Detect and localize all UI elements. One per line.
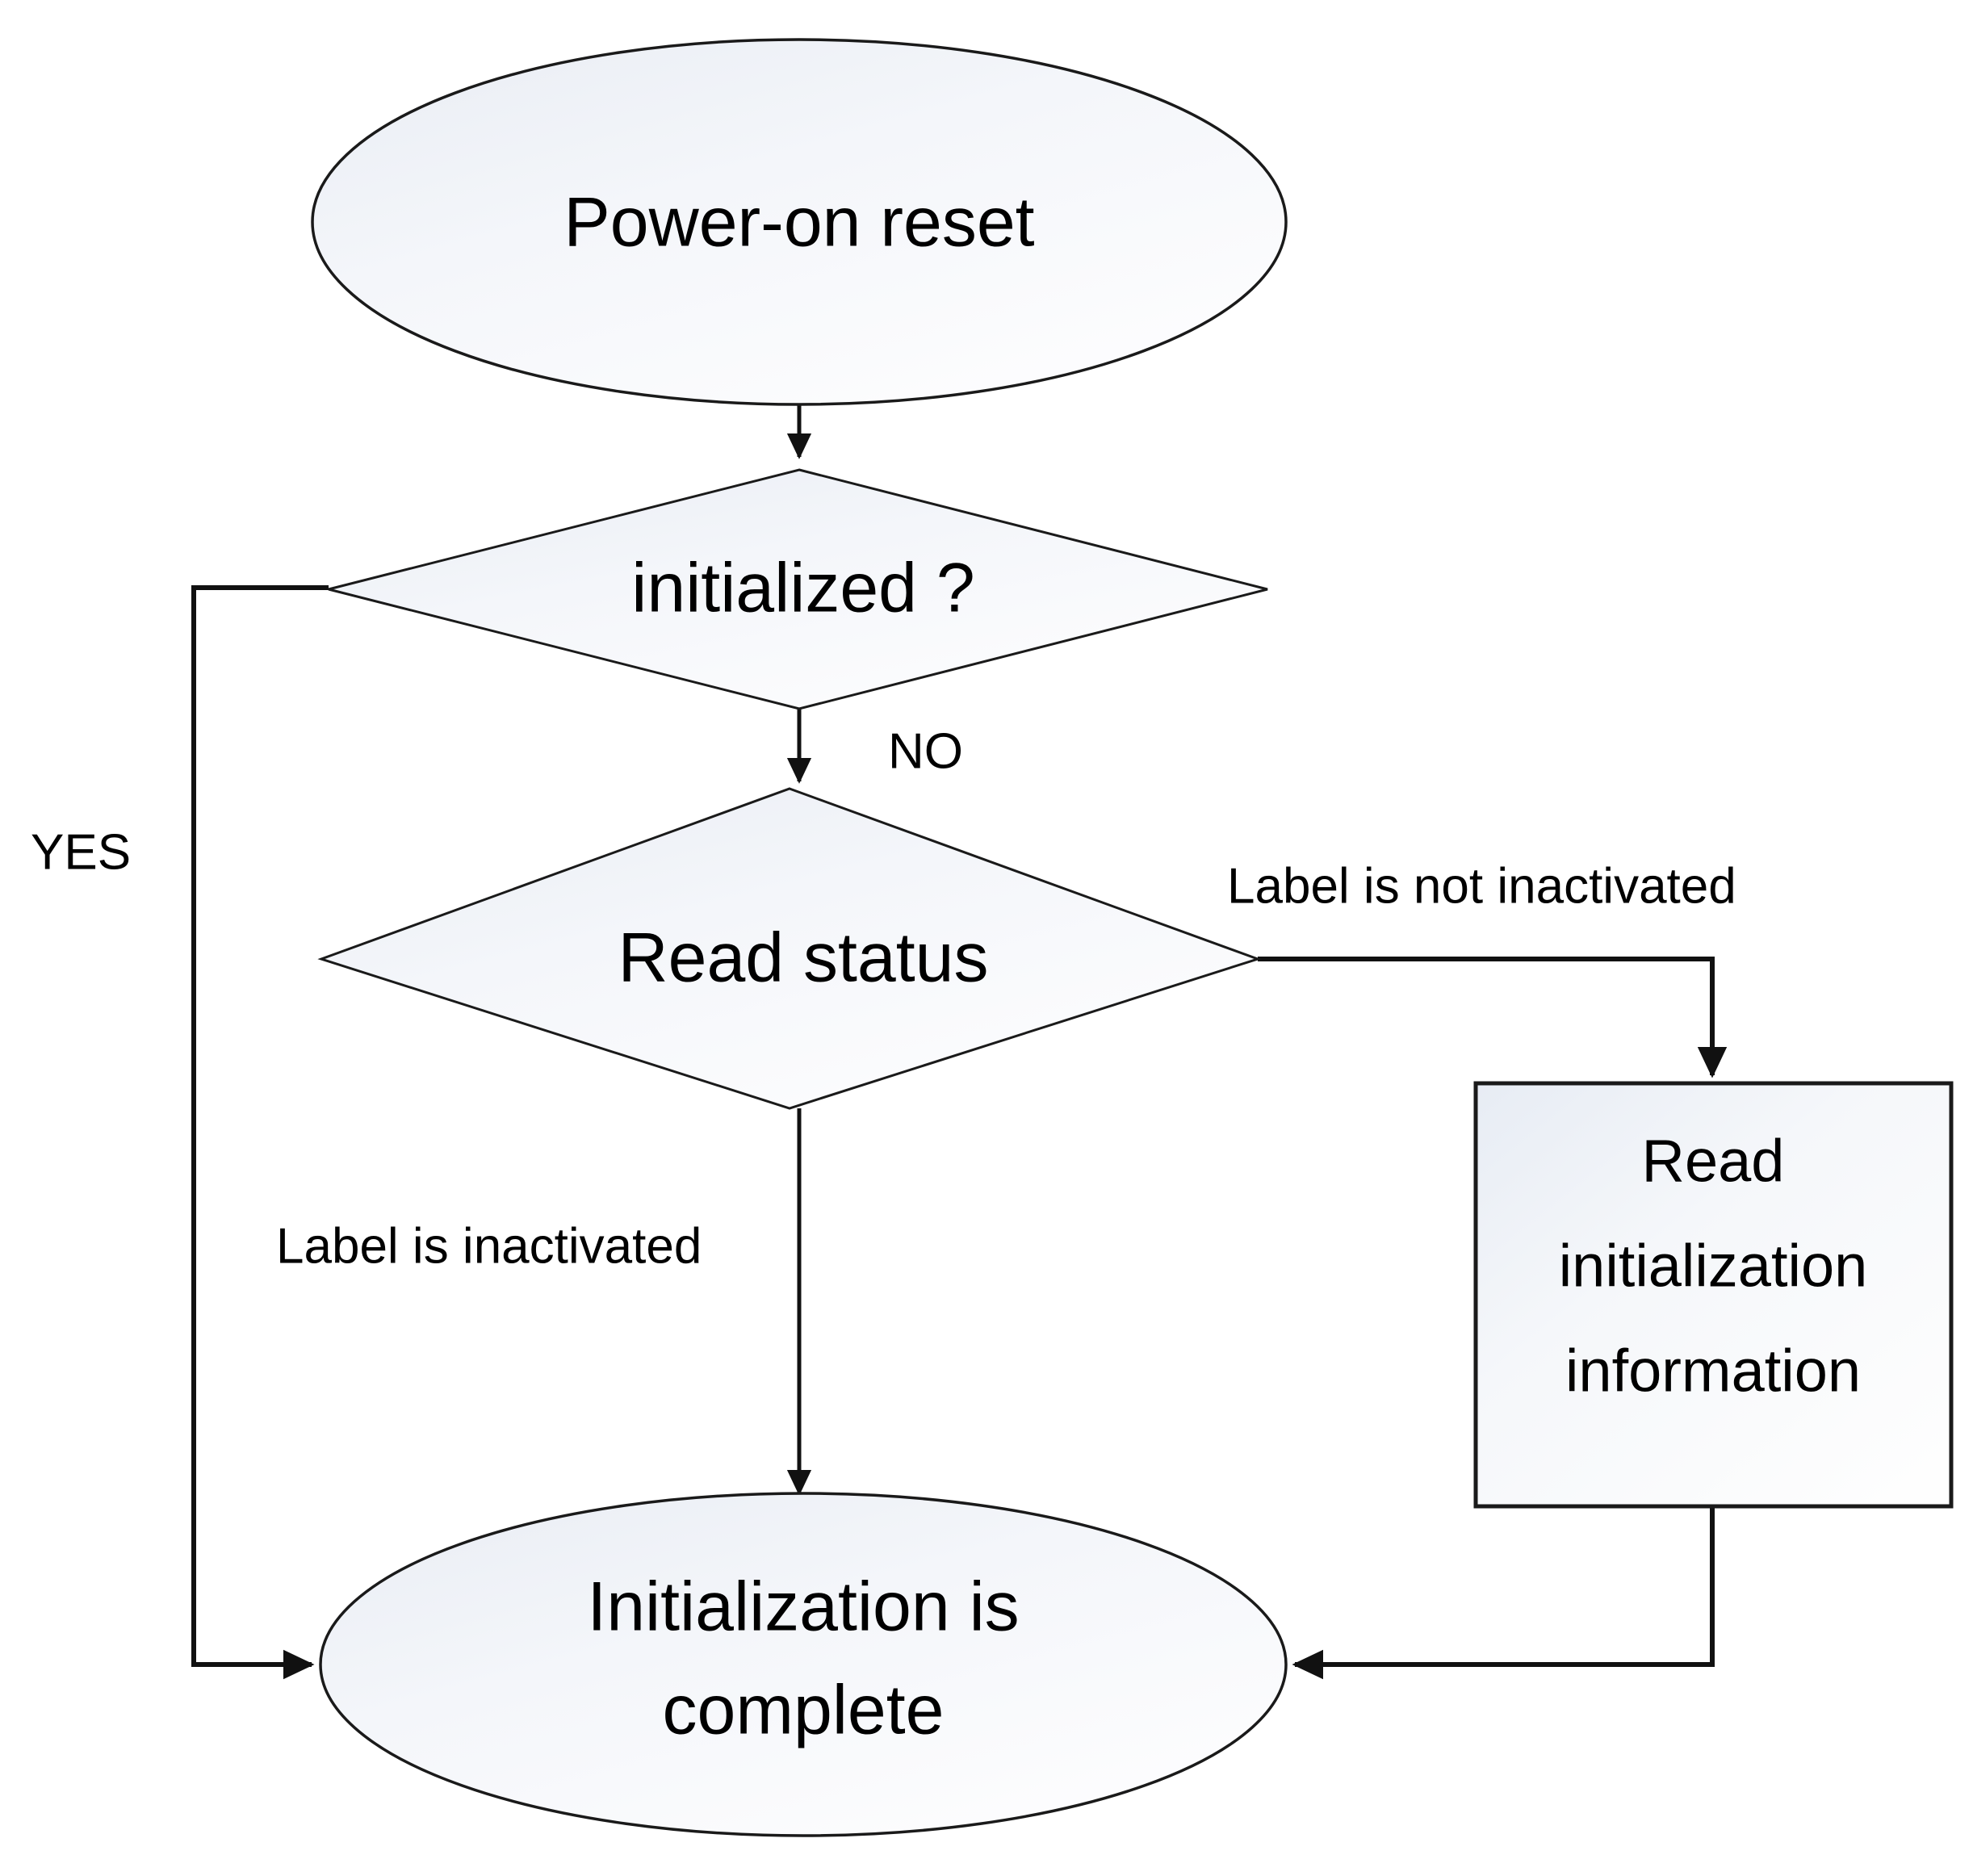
- initialized-diamond: [328, 468, 1268, 710]
- edge-label-label-is-not-inactivated: Label is not inactivated: [1227, 858, 1736, 914]
- edge-process-to-end: [1292, 1506, 1715, 1680]
- read-init-info-label-line2: initialization: [1559, 1233, 1868, 1300]
- end-ellipse: [319, 1492, 1288, 1837]
- start-ellipse: [311, 38, 1288, 406]
- read-init-info-box: [1473, 1081, 1954, 1509]
- initialized-label: initialized ?: [631, 550, 974, 627]
- end-label-line1: Initialization is: [587, 1568, 1019, 1646]
- node-initialized-decision[interactable]: initialized ?: [328, 468, 1268, 710]
- read-init-info-label-line1: Read: [1642, 1128, 1785, 1195]
- node-read-status-decision[interactable]: Read status: [317, 787, 1262, 1110]
- edge-read-status-not-inactivated-to-process: [1258, 957, 1728, 1078]
- node-initialization-complete[interactable]: Initialization is complete: [319, 1492, 1288, 1837]
- edge-label-yes: YES: [31, 824, 131, 880]
- node-power-on-reset[interactable]: Power-on reset: [311, 38, 1288, 406]
- edge-label-label-is-inactivated: Label is inactivated: [276, 1218, 702, 1274]
- read-init-info-label-line3: information: [1565, 1338, 1861, 1405]
- read-status-diamond: [317, 787, 1262, 1110]
- read-status-label: Read status: [618, 919, 989, 997]
- edge-initialized-yes-to-end: [191, 585, 329, 1680]
- end-label-line2: complete: [663, 1672, 945, 1749]
- start-label: Power-on reset: [563, 184, 1034, 262]
- node-read-initialization-information[interactable]: Read initialization information: [1473, 1081, 1954, 1509]
- edge-label-no: NO: [888, 723, 963, 779]
